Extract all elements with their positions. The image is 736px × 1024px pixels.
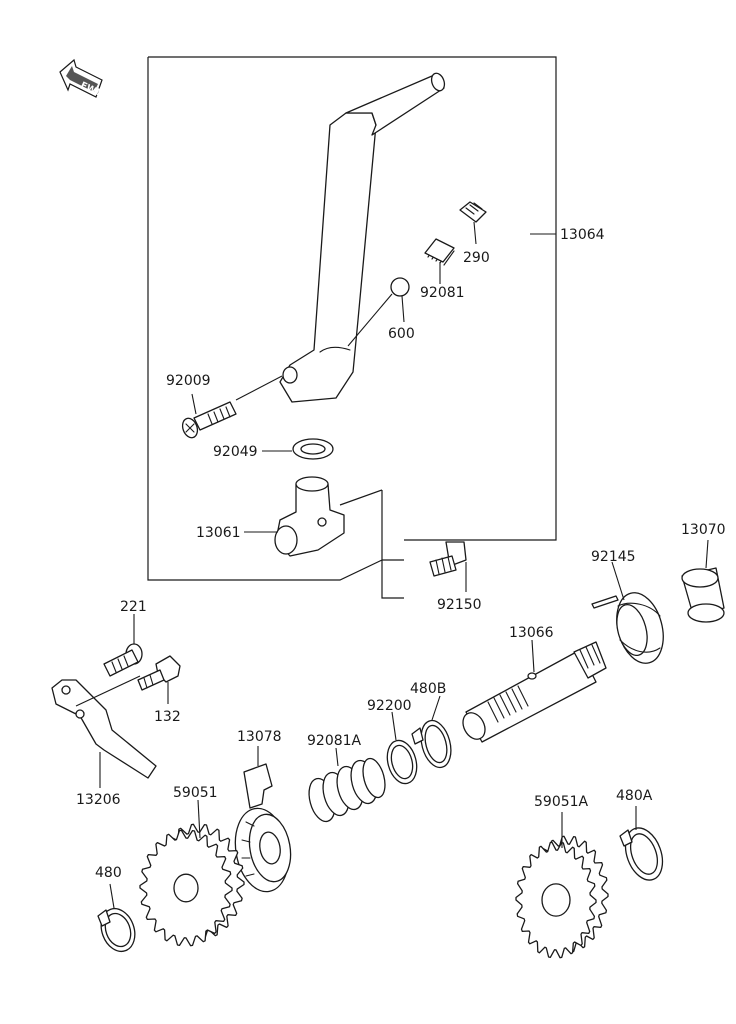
label-132: 132 xyxy=(154,709,181,725)
bolt-92150 xyxy=(429,541,467,577)
label-13061: 13061 xyxy=(196,525,241,541)
circlip-480A xyxy=(619,806,664,881)
label-290: 290 xyxy=(463,250,490,266)
label-92009: 92009 xyxy=(166,373,211,389)
gear-59051A xyxy=(515,835,609,959)
washer-92200 xyxy=(386,739,418,785)
bolt-92009 xyxy=(181,401,237,439)
detent-spring xyxy=(424,238,455,266)
label-480A: 480A xyxy=(616,788,653,804)
label-92081A: 92081A xyxy=(307,733,362,749)
label-480B: 480B xyxy=(410,681,446,697)
coil-spring-92081A xyxy=(308,757,386,823)
label-92145: 92145 xyxy=(591,549,636,565)
collar-13070 xyxy=(681,567,725,623)
gear-59051 xyxy=(139,823,245,947)
kick-shaft-13066[interactable] xyxy=(459,641,607,743)
assembly-frame xyxy=(147,56,557,599)
lever-boss-13061 xyxy=(274,476,345,557)
label-59051A: 59051A xyxy=(534,794,589,810)
label-59051: 59051 xyxy=(173,785,218,801)
label-13064: 13064 xyxy=(560,227,605,243)
bolt-221 xyxy=(103,643,143,677)
label-221: 221 xyxy=(120,599,147,615)
label-92200: 92200 xyxy=(367,698,412,714)
label-13070: 13070 xyxy=(681,522,726,538)
plug-screw xyxy=(459,201,487,223)
label-92081: 92081 xyxy=(420,285,465,301)
label-13078: 13078 xyxy=(237,729,282,745)
washer-92049 xyxy=(292,438,334,460)
circlip-480 xyxy=(97,883,136,953)
label-92150: 92150 xyxy=(437,597,482,613)
ratchet-13078 xyxy=(234,763,292,893)
label-13066: 13066 xyxy=(509,625,554,641)
label-480: 480 xyxy=(95,865,122,881)
kick-lever[interactable] xyxy=(279,71,447,403)
fwd-arrow-icon: FWD xyxy=(59,58,104,100)
bolt-132 xyxy=(137,655,181,691)
circlip-480B xyxy=(411,719,452,769)
torsion-spring-92145 xyxy=(591,592,664,664)
label-92049: 92049 xyxy=(213,444,258,460)
leader-lines xyxy=(75,221,709,788)
guide-plate-13206 xyxy=(51,679,157,779)
steel-ball xyxy=(390,277,410,297)
label-600: 600 xyxy=(388,326,415,342)
label-13206: 13206 xyxy=(76,792,121,808)
